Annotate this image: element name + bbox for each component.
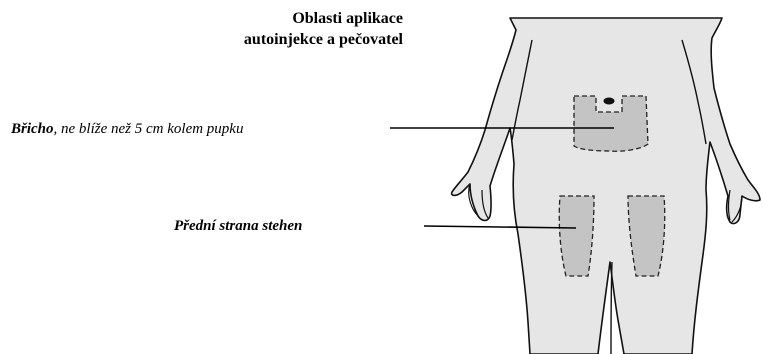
- leg-gap: [611, 262, 612, 354]
- navel-icon: [604, 98, 614, 104]
- thigh-zone-left: [559, 196, 594, 276]
- body-silhouette: [452, 18, 760, 354]
